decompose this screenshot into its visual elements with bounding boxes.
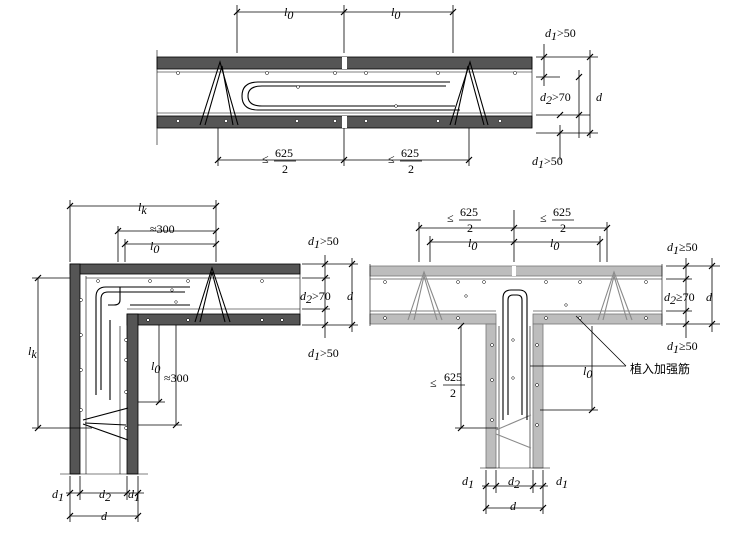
svg-text:≤: ≤: [540, 211, 547, 225]
tee-l0-side-label: l0: [583, 364, 592, 381]
tee-spacing-fraction-left: ≤ 625 2: [447, 205, 481, 235]
tee-lower-plate-left: [369, 313, 497, 325]
tee-bottom-d1-label: d1: [462, 474, 474, 491]
corner-loop-rebar: [95, 286, 190, 395]
tee-callout-label: 植入加强筋: [630, 361, 690, 376]
corner-bottom-d2-label: d2: [99, 487, 111, 504]
top-l0-left-label: l0: [284, 5, 293, 22]
corner-joint-detail: lk ≈300 l0 d1>50 d2>70 d d1>50 lk: [28, 200, 358, 523]
corner-l0-side-label: l0: [151, 359, 160, 376]
top-d2-label: d2>70: [540, 90, 571, 107]
svg-text:≤: ≤: [388, 152, 395, 166]
corner-bottom-d-label: d: [101, 509, 108, 523]
tee-truss-right: [597, 270, 633, 321]
tee-wall-truss: [495, 414, 532, 431]
corner-slab-truss: [194, 266, 231, 323]
tee-truss-left: [407, 270, 443, 321]
tee-spacing-fraction-right: ≤ 625 2: [540, 205, 574, 235]
top-straight-joint-detail: l0 l0 ≤ 625 2 ≤ 625 2: [156, 5, 603, 176]
corner-d1-bottom-label: d1>50: [308, 346, 339, 363]
top-d1-bottom-label: d1>50: [532, 154, 563, 171]
tee-inserted-rebar: [502, 289, 528, 420]
tee-d-label: d: [706, 290, 713, 304]
corner-lk-left-label: lk: [28, 344, 37, 361]
tee-d1-bottom-label: d1≥50: [667, 339, 698, 356]
corner-lower-plate: [126, 313, 301, 326]
tee-l0-left-label: l0: [468, 236, 477, 253]
svg-text:625: 625: [460, 205, 478, 219]
top-spacing-fraction-right: ≤ 625 2: [388, 146, 422, 176]
corner-d2-label: d2>70: [300, 289, 331, 306]
corner-inner-wall: [126, 313, 139, 475]
tee-joint-detail: ≤ 625 2 ≤ 625 2 l0 l0 d1≥50 d2: [369, 205, 720, 514]
tee-l0-right-label: l0: [550, 236, 559, 253]
corner-d1-top-label: d1>50: [308, 234, 339, 251]
svg-text:2: 2: [282, 162, 288, 176]
corner-wall-truss: [82, 407, 129, 421]
svg-text:≤: ≤: [430, 376, 437, 390]
svg-text:2: 2: [408, 162, 414, 176]
corner-l0-top-label: l0: [150, 239, 159, 256]
corner-approx300-top-label: ≈300: [150, 222, 175, 236]
tee-d1-top-label: d1≥50: [667, 240, 698, 257]
top-truss-right: [449, 60, 489, 126]
top-loop-rebar: [241, 81, 460, 111]
tee-lower-plate-right: [532, 313, 663, 325]
corner-upper-plate: [69, 263, 301, 275]
tee-vertical-spacing-fraction: ≤ 625 2: [430, 370, 465, 400]
tee-bottom-d-label: d: [510, 499, 517, 513]
tee-bottom-d2-label: d2: [508, 474, 520, 491]
corner-bottom-d1-label: d1: [52, 487, 64, 504]
svg-text:≤: ≤: [447, 211, 454, 225]
svg-text:625: 625: [401, 146, 419, 160]
svg-text:2: 2: [467, 221, 473, 235]
tee-d2-label: d2≥70: [664, 290, 695, 307]
top-l0-right-label: l0: [391, 5, 400, 22]
tee-callout-leader: [575, 315, 627, 367]
top-joint-gap: [342, 57, 347, 69]
corner-approx300-side-label: ≈300: [164, 371, 189, 385]
top-d1-top-label: d1>50: [545, 26, 576, 43]
svg-text:625: 625: [553, 205, 571, 219]
top-spacing-fraction-left: ≤ 625 2: [262, 146, 296, 176]
corner-lk-top-label: lk: [138, 200, 147, 217]
svg-text:625: 625: [275, 146, 293, 160]
svg-text:625: 625: [444, 370, 462, 384]
svg-text:2: 2: [450, 386, 456, 400]
top-truss-left: [199, 60, 239, 126]
top-d-label: d: [596, 90, 603, 104]
corner-d-label: d: [347, 289, 354, 303]
corner-bottom-d1b-label: d1: [128, 487, 140, 504]
corner-outer-wall: [69, 263, 81, 475]
svg-text:≤: ≤: [262, 152, 269, 166]
svg-text:2: 2: [560, 221, 566, 235]
tee-bottom-d1b-label: d1: [556, 474, 568, 491]
